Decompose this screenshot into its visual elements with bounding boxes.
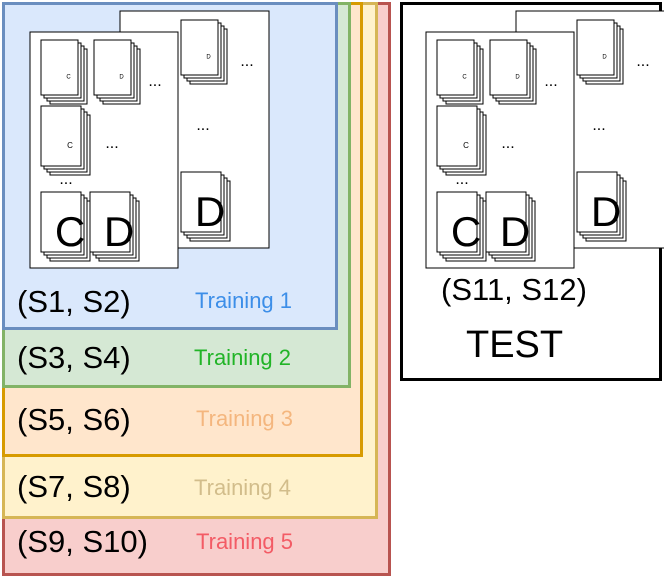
training-5-sessions: (S9, S10)	[17, 524, 148, 559]
front-stack-c-mid-letter: C	[67, 141, 73, 150]
front-stack-c-small-letter: C	[66, 75, 71, 81]
front-stack-c-large-letter: C	[451, 208, 481, 255]
front-ellipsis-top: ...	[544, 73, 557, 90]
back-stack-d-large-card	[576, 171, 618, 233]
front-stack-c-large-letter: C	[55, 208, 85, 255]
front-stack-c-small-letter: C	[462, 75, 467, 81]
back-stack-d-small-card	[576, 19, 615, 76]
test-label: TEST	[466, 324, 564, 366]
back-stack-d-large-card	[180, 171, 222, 233]
back-ellipsis-mid: ...	[196, 117, 209, 134]
training-3-sessions: (S5, S6)	[17, 402, 131, 437]
training-1-label: Training 1	[195, 288, 293, 313]
front-stack-d-large-letter: D	[104, 208, 134, 255]
back-ellipsis-mid: ...	[592, 117, 605, 134]
front-stack-c-small-card	[40, 39, 79, 96]
training-4-sessions: (S7, S8)	[17, 469, 131, 504]
front-stack-c-large-card	[436, 191, 478, 253]
front-stack-c-mid-letter: C	[463, 141, 469, 150]
front-ellipsis-bottom: ...	[455, 171, 468, 188]
front-stack-d-small-letter: D	[515, 75, 520, 81]
front-stack-c-large-card	[40, 191, 82, 253]
front-ellipsis-mid: ...	[105, 135, 118, 152]
front-stack-d-small-card	[93, 39, 132, 96]
front-ellipsis-mid: ...	[501, 135, 514, 152]
front-stack-d-large-letter: D	[500, 208, 530, 255]
front-stack-d-small-card	[489, 39, 528, 96]
training-2-label: Training 2	[194, 345, 292, 370]
front-stack-d-large-card	[485, 191, 527, 253]
front-stack-d-large-card	[89, 191, 131, 253]
front-stack-d-small-letter: D	[119, 75, 124, 81]
training-1-sessions: (S1, S2)	[17, 284, 131, 319]
front-stack-c-mid-card	[436, 105, 478, 167]
front-ellipsis-top: ...	[148, 73, 161, 90]
back-stack-d-large-letter: D	[591, 188, 621, 235]
front-stack-c-small-card	[436, 39, 475, 96]
back-stack-d-small-letter: D	[206, 55, 211, 61]
back-stack-d-small-card	[180, 19, 219, 76]
training-5-label: Training 5	[196, 529, 294, 554]
test-sessions: (S11, S12)	[441, 272, 587, 307]
back-ellipsis-top: ...	[636, 53, 649, 70]
training-3-label: Training 3	[196, 406, 294, 431]
back-ellipsis-top: ...	[240, 53, 253, 70]
training-4-label: Training 4	[194, 475, 292, 500]
training-2-sessions: (S3, S4)	[17, 340, 131, 375]
back-stack-d-small-letter: D	[602, 55, 607, 61]
front-stack-c-mid-card	[40, 105, 82, 167]
back-stack-d-large-letter: D	[195, 188, 225, 235]
front-ellipsis-bottom: ...	[59, 171, 72, 188]
